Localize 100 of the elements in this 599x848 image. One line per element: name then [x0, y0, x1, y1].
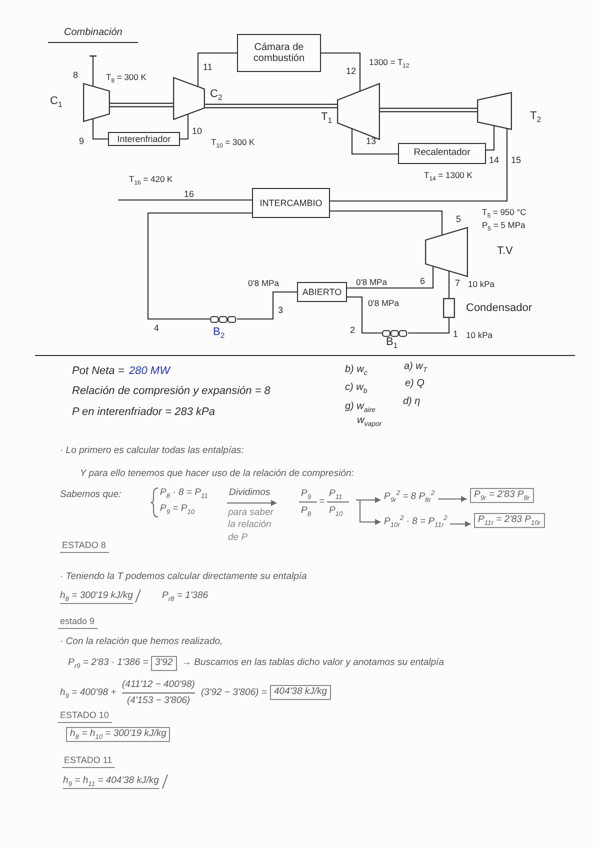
pipe-line [147, 212, 252, 320]
state-value: 0'8 MPa [368, 298, 399, 308]
note-text: · Con la relación que hemos realizado, [60, 636, 223, 648]
box-label: Recalentador [414, 148, 470, 159]
pipe-line [330, 210, 443, 235]
state-number: 7 [455, 278, 460, 289]
note-text: Sabemos que: [60, 489, 122, 500]
equation: (4'153 − 3'806) [127, 695, 190, 706]
shaft-line [379, 108, 478, 112]
question-item: c) w$_{b}$ [345, 382, 368, 394]
pipe-line [330, 128, 508, 202]
equipment-label: C$_{2}$ [210, 88, 222, 102]
note-text: · Lo primero es calcular todas las entalpías: [60, 445, 244, 456]
state-value: 0'8 MPa [356, 277, 387, 288]
equipment-label: T$_{2}$ [530, 110, 542, 124]
pipe-line [351, 128, 398, 155]
state-value: T$_{10}$ = 300 K [211, 137, 255, 148]
pipe-line [448, 271, 450, 298]
note-text: → Buscamos en las tablas dicho valor y anotamos su entalpía [182, 657, 444, 668]
pipe-line [347, 296, 382, 334]
pipe-line [88, 55, 98, 86]
state-value: 10 kPa [468, 279, 494, 290]
pipe-line [486, 126, 495, 151]
boxed-result: 404'38 kJ/kg [270, 685, 332, 700]
question-item: w$_{vapor}$ [357, 415, 382, 427]
turbine-symbol [477, 92, 512, 130]
pipe-line [197, 52, 237, 86]
state-value: 0'8 MPa [248, 278, 279, 288]
state-number: 6 [420, 276, 426, 287]
note-text: para saber la relación de P [228, 507, 275, 544]
shaft-line [109, 102, 174, 108]
compressor-symbol [173, 77, 205, 120]
note-text: Dividimos [229, 487, 270, 498]
state-number: 15 [511, 155, 522, 166]
pump-symbol [210, 316, 237, 323]
equation: P$_{9}$ = P$_{10}$ [160, 503, 195, 514]
equation: P$_{r8}$ = 1'386 [162, 590, 208, 602]
page-title: Combinación [48, 27, 138, 43]
state-number: 8 [73, 70, 78, 81]
question-item: d) η [403, 396, 420, 408]
pipe-line [347, 266, 434, 289]
box-label: Interenfriador [117, 134, 171, 144]
pipe-line [118, 199, 252, 201]
compressor-symbol [83, 83, 110, 122]
equipment-label: B$_{2}$ [213, 326, 225, 340]
equipment-label: T$_{1}$ [321, 111, 332, 124]
box-label: ABIERTO [302, 286, 342, 298]
boxed-result: P$_{9r}$ = 2'83 P$_{8r}$ [470, 488, 534, 504]
condenser-symbol [443, 298, 455, 318]
state-number: 9 [79, 136, 84, 147]
pipe-line [92, 119, 108, 140]
question-item: e) Q [405, 378, 424, 390]
state-number: 11 [203, 62, 212, 73]
equation: (411'12 − 400'98) [122, 679, 195, 690]
state-number: 2 [350, 325, 356, 336]
pipe-line [408, 318, 450, 334]
box-label: Cámara de combustión [252, 42, 306, 64]
equipment-label: C$_{1}$ [50, 95, 62, 108]
pump-symbol [382, 330, 408, 337]
equation: h$_{9}$ = h$_{11}$ = 404'38 kJ/kg [63, 775, 159, 790]
reheater-box [398, 143, 486, 164]
turbine-symbol [425, 227, 468, 277]
combustion-chamber-box [237, 34, 321, 72]
pipe-line [237, 291, 297, 320]
intercooler-box [108, 132, 180, 146]
pipe-line [180, 114, 189, 140]
equation: P$_{10}$ [329, 505, 343, 516]
state-value: 10 kPa [466, 330, 492, 340]
state-number: 4 [154, 323, 160, 334]
boxed-result: P$_{11r}$ = 2'83 P$_{10r}$ [474, 513, 545, 528]
state-number: 12 [346, 66, 356, 77]
state-number: 14 [489, 155, 500, 166]
state-number: 1 [453, 329, 458, 340]
state-value: P$_{5}$ = 5 MPa [482, 220, 526, 230]
open-heater-box [297, 282, 347, 302]
shaft-line [204, 104, 338, 108]
section-heading: ESTADO 8 [60, 540, 109, 553]
section-heading: ESTADO 10 [58, 710, 112, 723]
note-text: · Teniendo la T podemos calcular directamente su entalpía [60, 571, 307, 582]
problem-statement: P en interenfriador = 283 kPa [72, 406, 215, 420]
equation: P$_{11}$ [329, 488, 342, 500]
boxed-result: 3'92 [151, 656, 177, 672]
question-item: a) w$_{T}$ [404, 361, 428, 373]
note-text: Y para ello tenemos que hacer uso de la relación de compresión: [80, 468, 354, 480]
equipment-label: Condensador [466, 302, 532, 316]
state-value: 1300 = T$_{12}$ [369, 57, 410, 68]
pipe-line [321, 52, 361, 91]
state-value: T$_{8}$ = 300 K [106, 72, 146, 82]
equation: P$_{r9}$ = 2'83 · 1'386 = [68, 657, 148, 668]
equipment-label: T.V [497, 245, 513, 258]
state-number: 13 [366, 136, 376, 147]
section-heading: ESTADO 11 [62, 755, 116, 768]
state-value: T$_{16}$ = 420 K [129, 174, 173, 184]
heat-exchanger-box [252, 188, 330, 218]
state-number: 5 [456, 214, 462, 225]
state-number: 16 [184, 189, 194, 200]
question-item: g) w$_{aire}$ [345, 401, 376, 413]
equipment-label: B$_{1}$ [386, 336, 398, 350]
equation: P$_{8}$ [301, 505, 312, 516]
section-heading: estado 9 [58, 616, 98, 629]
